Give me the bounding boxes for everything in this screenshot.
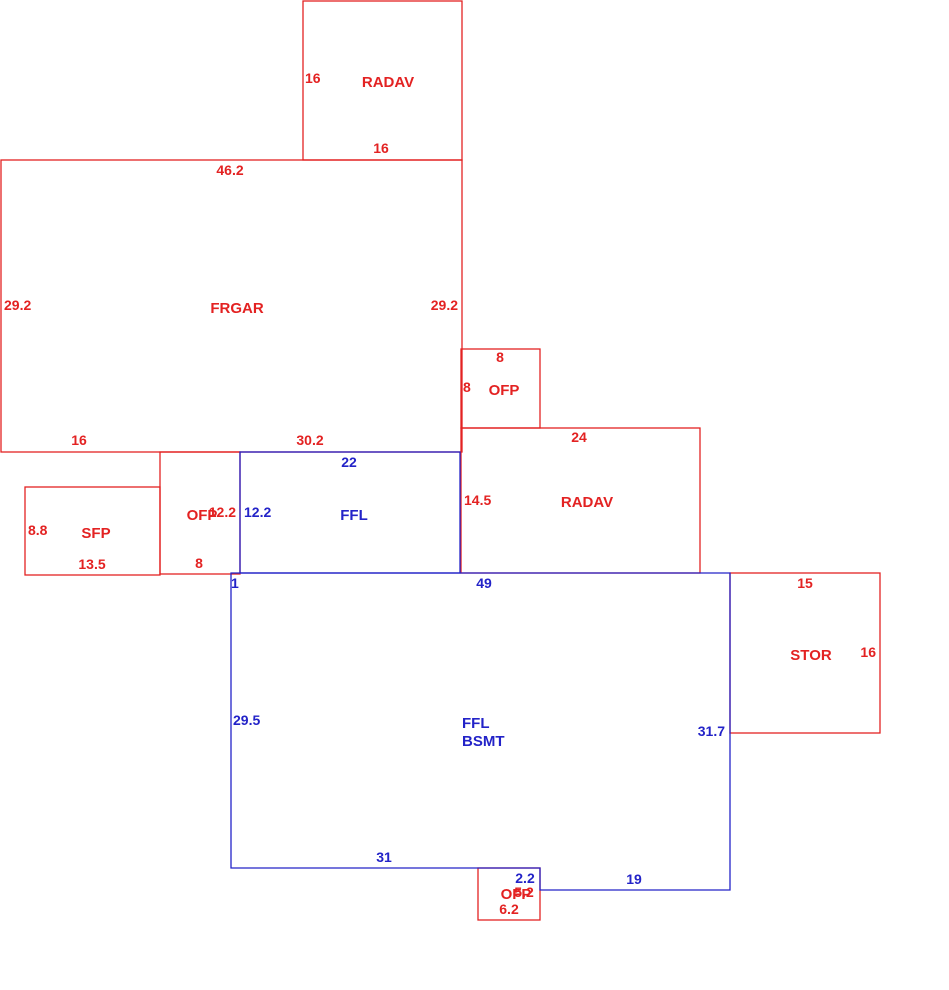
sfp-dim-left: 8.8 xyxy=(28,522,48,538)
ffl-bsmt-dim-left: 29.5 xyxy=(233,712,260,728)
radav-top-dim-left: 16 xyxy=(305,70,321,86)
ofp-left-dim-bottom: 8 xyxy=(195,555,203,571)
ofp-small-label: OFP xyxy=(489,382,520,399)
ffl-bsmt-label-line2: BSMT xyxy=(462,733,505,750)
ofp-small-dim-left: 8 xyxy=(463,379,471,395)
ffl-bsmt-label-line1: FFL xyxy=(462,715,490,732)
ofp-bottom-dim-bottom: 6.2 xyxy=(499,901,519,917)
stor-label: STOR xyxy=(790,647,832,664)
ffl-upper-label: FFL xyxy=(340,507,368,524)
sfp-dim-bottom: 13.5 xyxy=(78,556,105,572)
radav-top-dim-bottom: 16 xyxy=(373,140,389,156)
ffl-bsmt-dim-step: 2.2 xyxy=(515,870,535,886)
ffl-bsmt-outline xyxy=(230,572,731,891)
ofp-bottom-label: OFP xyxy=(501,886,532,903)
ffl-bsmt-dim-bottom-right: 19 xyxy=(626,871,642,887)
sfp-label: SFP xyxy=(81,525,110,542)
frgar-dim-right: 29.2 xyxy=(431,297,458,313)
ofp-left-label: OFP xyxy=(187,507,218,524)
frgar-dim-left: 29.2 xyxy=(4,297,31,313)
ffl-bsmt-dim-corner: 1 xyxy=(231,575,239,591)
ffl-upper-dim-left: 12.2 xyxy=(244,504,271,520)
ffl-upper-dim-top: 22 xyxy=(341,454,357,470)
radav-right-label: RADAV xyxy=(561,494,613,511)
frgar-label: FRGAR xyxy=(210,300,263,317)
radav-right-dim-top: 24 xyxy=(571,429,587,445)
radav-right-dim-left: 14.5 xyxy=(464,492,491,508)
ofp-bottom-dim-right: 5.2 xyxy=(514,884,534,900)
ofp-left-dim-right: 12.2 xyxy=(209,504,236,520)
ffl-bsmt-dim-bottom-left: 31 xyxy=(376,849,392,865)
frgar-dim-bottom-left: 16 xyxy=(71,432,87,448)
stor-dim-right: 16 xyxy=(860,644,876,660)
ofp-small-dim-top: 8 xyxy=(496,349,504,365)
stor-dim-top: 15 xyxy=(797,575,813,591)
ffl-bsmt-dim-right: 31.7 xyxy=(698,723,725,739)
radav-top-label: RADAV xyxy=(362,74,414,91)
frgar-dim-top: 46.2 xyxy=(216,162,243,178)
frgar-dim-bottom-right: 30.2 xyxy=(296,432,323,448)
ffl-bsmt-dim-top: 49 xyxy=(476,575,492,591)
